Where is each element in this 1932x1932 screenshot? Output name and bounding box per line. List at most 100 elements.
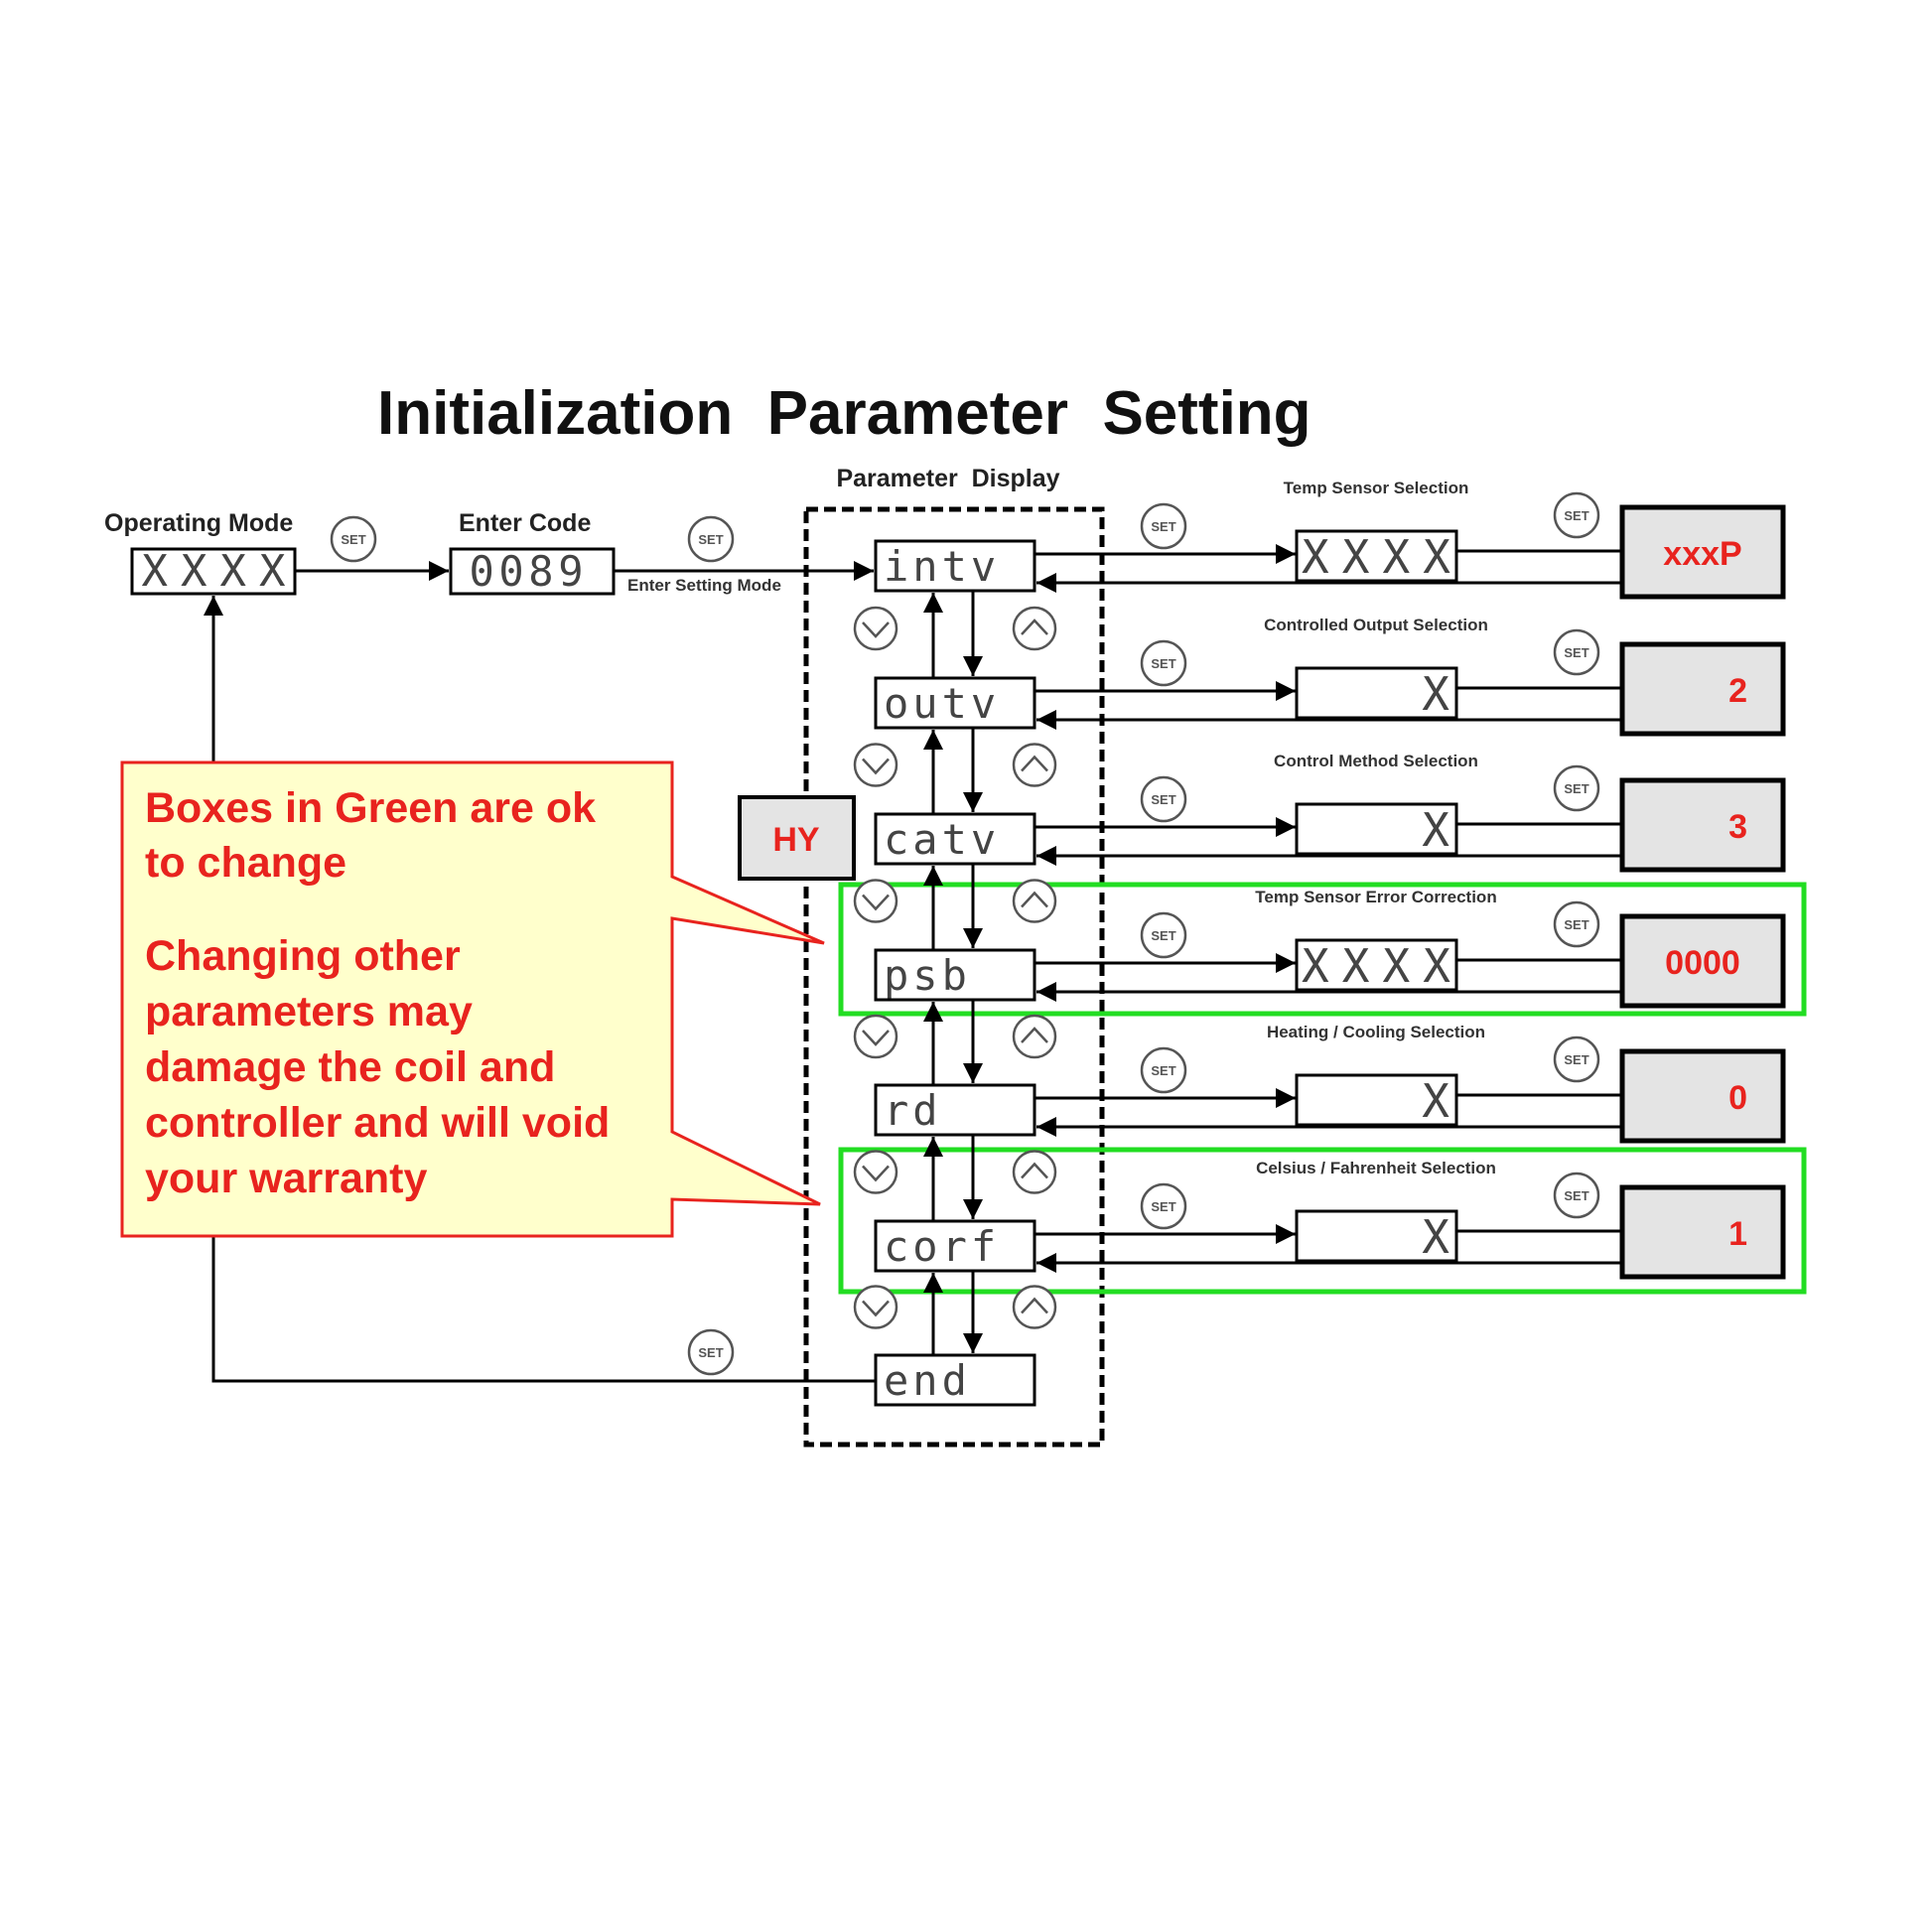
down-button-icon[interactable] <box>853 1014 898 1059</box>
result-value: 0 <box>1728 1079 1747 1117</box>
callout-line: to change <box>145 839 346 887</box>
option-label: Heating / Cooling Selection <box>1267 1023 1485 1041</box>
svg-text:SET: SET <box>1151 1063 1175 1078</box>
down-button-icon[interactable] <box>853 1285 898 1329</box>
set-button[interactable]: SET <box>687 1328 735 1376</box>
result-value: xxxP <box>1663 535 1741 573</box>
down-button-icon[interactable] <box>853 879 898 923</box>
parameter-row-end: end <box>874 1353 1036 1407</box>
option-value: X <box>1422 1210 1449 1264</box>
set-button[interactable]: SET <box>1553 764 1600 812</box>
callout-line: Changing other <box>145 932 461 980</box>
svg-text:SET: SET <box>1564 645 1588 660</box>
svg-text:SET: SET <box>1564 1188 1588 1203</box>
parameter-code: rd <box>884 1086 942 1135</box>
set-button[interactable]: SET <box>1140 775 1187 823</box>
option-label: Temp Sensor Selection <box>1284 479 1469 497</box>
result-value: 3 <box>1728 808 1747 846</box>
svg-text:SET: SET <box>1564 917 1588 932</box>
parameter-code: corf <box>884 1222 1000 1271</box>
set-button[interactable]: SET <box>1553 628 1600 676</box>
up-button-icon[interactable] <box>1012 1014 1057 1059</box>
result-value: 1 <box>1728 1215 1747 1253</box>
set-button[interactable]: SET <box>1553 491 1600 539</box>
option-label: Control Method Selection <box>1274 752 1478 770</box>
svg-text:SET: SET <box>698 532 723 547</box>
option-label: Celsius / Fahrenheit Selection <box>1256 1159 1496 1177</box>
result-value-box[interactable]: 0000 <box>1619 913 1786 1009</box>
svg-text:SET: SET <box>1151 1199 1175 1214</box>
callout-line: damage the coil and <box>145 1043 555 1091</box>
editable-highlight-psb <box>838 882 1807 1017</box>
callout-line: controller and will void <box>145 1099 610 1147</box>
option-display-box: XXXX <box>1295 938 1458 993</box>
svg-text:SET: SET <box>1564 781 1588 796</box>
callout-line: parameters may <box>145 988 473 1035</box>
parameter-code: intv <box>884 542 1000 591</box>
set-button[interactable]: SET <box>1140 1046 1187 1094</box>
parameter-display-box[interactable]: rd <box>874 1083 1036 1137</box>
up-button-icon[interactable] <box>1012 1150 1057 1194</box>
set-button[interactable]: SET <box>1140 502 1187 550</box>
result-value-box[interactable]: xxxP <box>1619 504 1786 600</box>
svg-text:SET: SET <box>1151 656 1175 671</box>
option-display-box: X <box>1295 1209 1458 1264</box>
set-button[interactable]: SET <box>687 515 735 563</box>
set-button[interactable]: SET <box>1140 911 1187 959</box>
enter-code-display: 0089 <box>449 547 616 596</box>
set-button[interactable]: SET <box>1553 1035 1600 1083</box>
option-display-box: X <box>1295 1073 1458 1128</box>
set-button[interactable]: SET <box>1553 900 1600 948</box>
parameter-display-label: Parameter Display <box>836 465 1059 492</box>
set-button[interactable]: SET <box>1553 1172 1600 1219</box>
result-value-box[interactable]: 1 <box>1619 1184 1786 1280</box>
option-label: Temp Sensor Error Correction <box>1255 888 1496 906</box>
set-button[interactable]: SET <box>330 515 377 563</box>
down-button-icon[interactable] <box>853 1150 898 1194</box>
up-button-icon[interactable] <box>1012 1285 1057 1329</box>
result-value-box[interactable]: 0 <box>1619 1048 1786 1144</box>
parameter-code: psb <box>884 951 971 1000</box>
svg-text:SET: SET <box>698 1345 723 1360</box>
down-button-icon[interactable] <box>853 743 898 787</box>
parameter-display-box[interactable]: corf <box>874 1219 1036 1273</box>
parameter-display-box[interactable]: catv <box>874 812 1036 866</box>
result-value-box[interactable]: 2 <box>1619 641 1786 737</box>
up-button-icon[interactable] <box>1012 879 1057 923</box>
parameter-display-box[interactable]: outv <box>874 676 1036 730</box>
option-value: X <box>1422 1074 1449 1128</box>
up-button-icon[interactable] <box>1012 743 1057 787</box>
warning-callout: Boxes in Green are ok to change Changing… <box>120 760 825 1238</box>
parameter-display-box[interactable]: end <box>874 1353 1036 1407</box>
operating-mode-display: XXXX <box>130 546 297 597</box>
up-button-icon[interactable] <box>1012 606 1057 651</box>
svg-text:SET: SET <box>341 532 365 547</box>
parameter-code: end <box>884 1356 971 1405</box>
option-value: X <box>1422 667 1449 721</box>
parameter-code: outv <box>884 679 1000 728</box>
editable-highlight-corf <box>838 1147 1807 1295</box>
set-button[interactable]: SET <box>1140 1182 1187 1230</box>
parameter-display-frame <box>803 506 1105 1448</box>
svg-text:SET: SET <box>1151 792 1175 807</box>
option-label: Controlled Output Selection <box>1264 616 1488 634</box>
hy-box: HY <box>738 795 856 881</box>
parameter-display-box[interactable]: psb <box>874 948 1036 1002</box>
enter-setting-mode-caption: Enter Setting Mode <box>627 576 781 595</box>
svg-text:SET: SET <box>1151 519 1175 534</box>
operating-mode-label: Operating Mode <box>104 509 293 537</box>
result-value-box[interactable]: 3 <box>1619 777 1786 873</box>
set-button[interactable]: SET <box>1140 639 1187 687</box>
down-button-icon[interactable] <box>853 606 898 651</box>
option-display-box: X <box>1295 666 1458 721</box>
parameter-display-box[interactable]: intv <box>874 539 1036 593</box>
enter-code-label: Enter Code <box>459 509 591 537</box>
svg-text:SET: SET <box>1151 928 1175 943</box>
